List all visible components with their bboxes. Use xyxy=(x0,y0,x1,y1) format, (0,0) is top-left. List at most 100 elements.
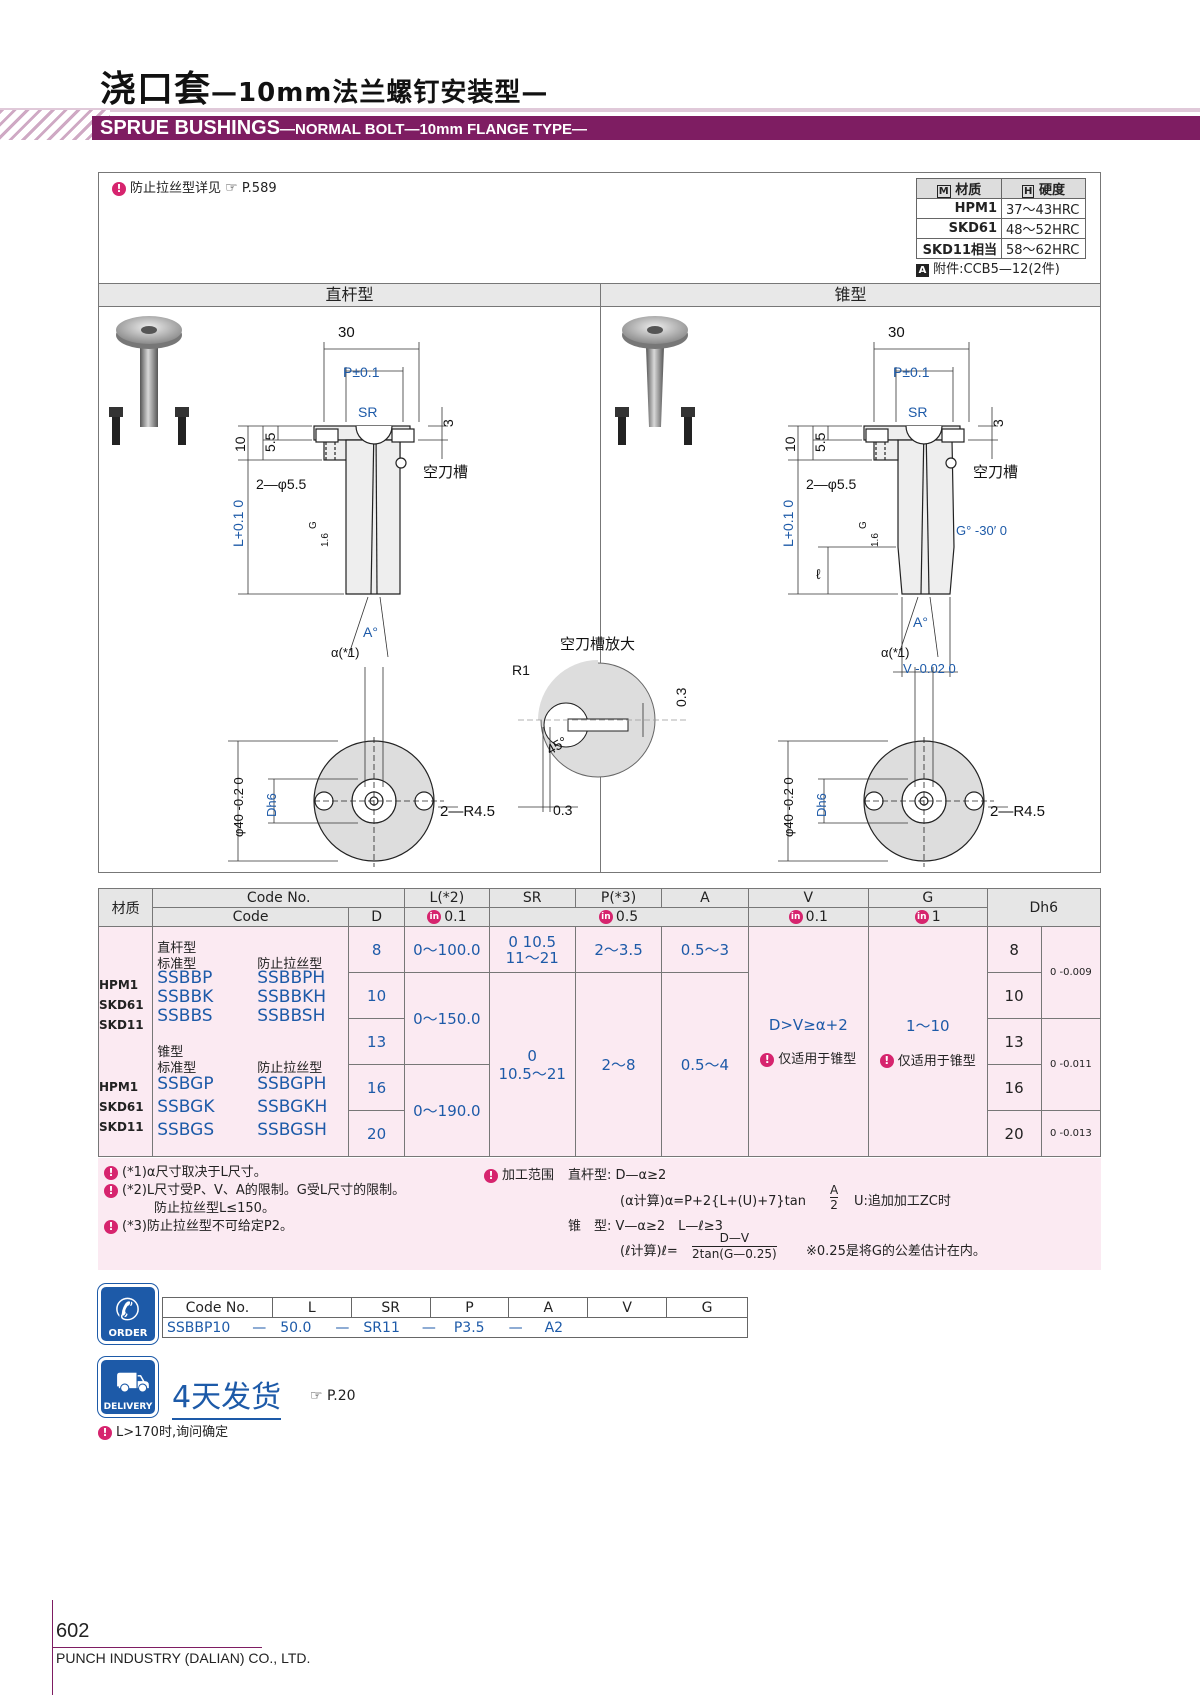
dh6-tol-1: 0 -0.009 xyxy=(1040,926,1102,1019)
dim-a-left: A° xyxy=(363,624,378,640)
dim-p-left: P±0.1 xyxy=(343,364,380,380)
roughness-left: 1.6 xyxy=(320,533,331,547)
hardness-cell: 58～62HRC xyxy=(1001,238,1086,259)
delivery-note: !L>170时,询问确定 xyxy=(98,1421,228,1440)
code-ssbgp[interactable]: SSBGP xyxy=(157,1074,214,1094)
drawings-svg: 30 P±0.1 SR 3 10 5.5 2—φ5.5 空刀槽 L+0.1 0 … xyxy=(109,316,1045,867)
groove-label-left: 空刀槽 xyxy=(423,464,468,481)
dim-dh6-left: Dh6 xyxy=(264,793,279,817)
hardness-cell: 37～43HRC xyxy=(1001,198,1086,219)
code-ssbbph[interactable]: SSBBPH xyxy=(257,968,326,988)
dim-r45-left: 2—R4.5 xyxy=(440,803,495,820)
code-ssbgsh[interactable]: SSBGSH xyxy=(257,1120,327,1140)
order-h: V xyxy=(587,1297,668,1318)
code-ssbgkh[interactable]: SSBGKH xyxy=(257,1097,328,1117)
code-ssbbk[interactable]: SSBBK xyxy=(157,987,214,1007)
dh6-tol-3: 0 -0.013 xyxy=(1040,1110,1102,1157)
notes-alpha: (α计算)α=P+2{L+(U)+7}tan xyxy=(620,1194,806,1209)
spec-h-v: V xyxy=(747,888,870,908)
drawing-divider xyxy=(600,307,601,873)
v-range: D>V≥α+2 !仅适用于锥型 xyxy=(747,926,870,1157)
taper-type-header: 锥型 xyxy=(600,283,1101,307)
dh6-value: 10 xyxy=(986,972,1042,1019)
title-band-accent xyxy=(0,108,1200,112)
title-band xyxy=(92,116,1200,140)
taper-side-view xyxy=(863,425,965,595)
notes-straight: 直杆型: D—α≥2 xyxy=(568,1168,667,1183)
top-note-ref[interactable]: P.589 xyxy=(241,181,277,196)
warning-icon: ! xyxy=(484,1168,498,1183)
code-ssbbsh[interactable]: SSBBSH xyxy=(257,1006,326,1026)
dim-alpha-right: α(*1) xyxy=(881,645,909,660)
warning-icon: ! xyxy=(98,1425,112,1440)
page-title: 浇口套—10mm法兰螺钉安装型— xyxy=(100,60,548,112)
spec-table: 材质 Code No. L(*2) SR P(*3) A V G Dh6 Cod… xyxy=(97,888,1102,1157)
order-value-row: SSBBP10—50.0—SR11—P3.5—A2 xyxy=(162,1317,748,1338)
notes-ell: (ℓ计算)ℓ= xyxy=(620,1244,678,1259)
detail-03-top: 0.3 xyxy=(673,687,689,707)
delivery-ref-link[interactable]: P.20 xyxy=(327,1388,356,1404)
code-ssbbs[interactable]: SSBBS xyxy=(157,1006,213,1026)
dim-alpha-left: α(*1) xyxy=(331,645,359,660)
spec-h-a: A xyxy=(661,888,749,908)
order-h: Code No. xyxy=(162,1297,273,1318)
dim-30-right: 30 xyxy=(888,324,905,341)
code-ssbgs[interactable]: SSBGS xyxy=(157,1120,215,1140)
dim-hole-left: 2—φ5.5 xyxy=(256,476,307,492)
straight-end-view xyxy=(313,737,444,867)
dim-a-right: A° xyxy=(913,614,928,630)
dim-g-right: G xyxy=(858,521,869,529)
accessory-text: 附件:CCB5—12(2件) xyxy=(933,262,1060,277)
groove-label-right: 空刀槽 xyxy=(973,464,1018,481)
title-main: 浇口套 xyxy=(100,69,212,110)
dh6-value: 8 xyxy=(986,926,1042,973)
top-note: !防止拉丝型详见 ☞ P.589 xyxy=(112,177,277,196)
taper-end-view xyxy=(863,737,994,867)
straight-side-view xyxy=(313,425,432,595)
d-value: 13 xyxy=(347,1018,406,1065)
dim-l-right: L+0.1 0 xyxy=(780,500,796,547)
dim-p-right: P±0.1 xyxy=(893,364,930,380)
dim-l-left: L+0.1 0 xyxy=(230,500,246,547)
order-h: G xyxy=(666,1297,748,1318)
d-value: 20 xyxy=(347,1110,406,1157)
groove-detail xyxy=(518,660,688,812)
code-ssbgph[interactable]: SSBGPH xyxy=(257,1074,327,1094)
dh6-tol-2: 0 -0.011 xyxy=(1040,1018,1102,1111)
roughness-right: 1.6 xyxy=(870,533,881,547)
spec-h-g: G xyxy=(868,888,988,908)
increment-icon: in xyxy=(598,910,613,924)
notes-tolerance: ※0.25是将G的公差估计在内。 xyxy=(806,1244,986,1259)
order-example: Code No. L SR P A V G SSBBP10—50.0—SR11—… xyxy=(162,1297,748,1338)
order-h: SR xyxy=(350,1297,431,1318)
warning-icon: ! xyxy=(104,1183,118,1198)
straight-product-photo xyxy=(109,316,189,445)
notes-u: U:追加加工ZC时 xyxy=(854,1194,951,1209)
notes-taper: 锥 型: V—α≥2 L—ℓ≥3 xyxy=(568,1219,723,1234)
spec-h-sr: SR xyxy=(488,888,576,908)
code-ssbgk[interactable]: SSBGK xyxy=(157,1097,215,1117)
hardness-cell: 48～52HRC xyxy=(1001,218,1086,239)
notes-panel xyxy=(98,1158,1101,1270)
order-h: A xyxy=(508,1297,589,1318)
l-range: 0～190.0 xyxy=(404,1064,490,1157)
dim-hole-right: 2—φ5.5 xyxy=(806,476,857,492)
code-ssbbkh[interactable]: SSBBKH xyxy=(257,987,327,1007)
notes-left: !(*1)α尺寸取决于L尺寸。 !(*2)L尺寸受P、V、A的限制。G受L尺寸的… xyxy=(104,1164,405,1236)
detail-title: 空刀槽放大 xyxy=(560,636,635,653)
truck-icon: ⛟ xyxy=(115,1365,151,1398)
page-title-en: SPRUE BUSHINGS—NORMAL BOLT—10mm FLANGE T… xyxy=(100,117,587,140)
spec-h-material: 材质 xyxy=(97,888,154,927)
a-range-1: 0.5～3 xyxy=(661,926,749,973)
dim-d40-right: φ40 -0.2 0 xyxy=(781,777,796,837)
hand-pointer-icon: ☞ xyxy=(225,180,238,196)
spec-h-d: D xyxy=(347,907,406,927)
material-cell: SKD11相当 xyxy=(916,238,1002,259)
order-h: P xyxy=(429,1297,510,1318)
dim-r45-right: 2—R4.5 xyxy=(990,803,1045,820)
code-ssbbp[interactable]: SSBBP xyxy=(157,968,213,988)
